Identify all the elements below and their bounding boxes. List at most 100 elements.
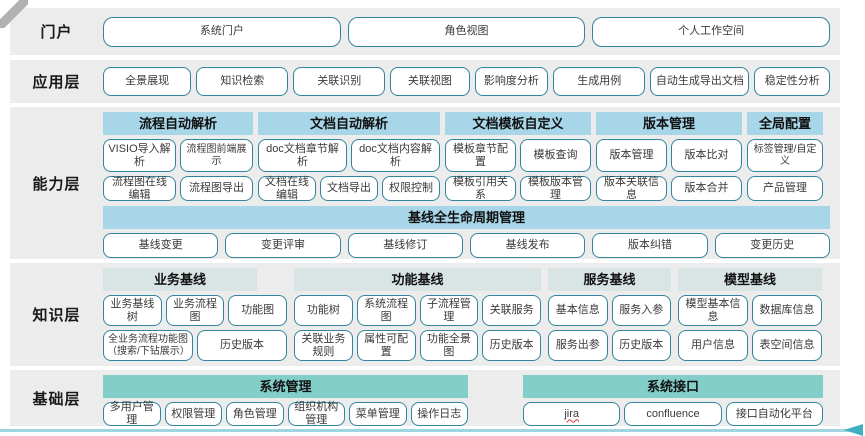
node: 组织机构管理 [287,401,345,426]
layer-band-knowledge: 知识层 业务基线 业务基线树 业务流程图 功能图 全业务流程功能图（搜索/下钻展… [10,263,840,366]
node: 历史版本 [482,330,541,361]
app-row: 全景展现 知识检索 关联识别 关联视图 影响度分析 生成用例 自动生成导出文档 … [103,60,831,103]
node: 操作日志 [410,402,468,426]
node: 流程图在线编辑 [103,176,176,201]
group-global-config: 全局配置 标签管理/自定义 产品管理 [747,112,823,201]
layer-band-application: 应用层 全景展现 知识检索 关联识别 关联视图 影响度分析 生成用例 自动生成导… [10,60,840,103]
node: 版本管理 [596,139,667,172]
node: 稳定性分析 [754,67,831,96]
node: 模板引用关系 [445,176,516,201]
node: 全业务流程功能图（搜索/下钻展示） [103,330,193,361]
node: 流程图导出 [180,176,253,201]
node: 模型基本信息 [678,295,748,326]
layer-label-application: 应用层 [32,74,81,91]
node: 服务入参 [611,295,671,326]
group-system-mgmt: 系统管理 多用户管理 权限管理 角色管理 组织机构管理 菜单管理 操作日志 [103,375,468,426]
group-header: 业务基线 [103,268,257,291]
node: 业务基线树 [103,295,162,326]
layer-band-foundation: 基础层 系统管理 多用户管理 权限管理 角色管理 组织机构管理 菜单管理 操作日… [10,370,840,426]
node: 属性可配置 [356,330,416,361]
portal-row: 系统门户 角色视图 个人工作空间 [103,8,831,55]
node: 功能图 [228,295,288,326]
node: 自动生成导出文档 [650,67,750,96]
node: 服务出参 [548,330,608,361]
node: 数据库信息 [752,295,822,326]
capability-content: 流程自动解析 VISIO导入解析 流程图前端展示 流程图在线编辑 流程图导出 文… [103,107,840,259]
bottom-accent-line [0,429,853,432]
node: doc文档章节解析 [258,139,347,172]
group-header: 全局配置 [747,112,823,135]
group-business-baseline: 业务基线 业务基线树 业务流程图 功能图 全业务流程功能图（搜索/下钻展示） 历… [103,268,288,361]
node: 角色视图 [347,16,586,47]
app-content: 全景展现 知识检索 关联识别 关联视图 影响度分析 生成用例 自动生成导出文档 … [103,60,840,103]
node: 文档导出 [320,176,378,201]
group-template-custom: 文档模板自定义 模板章节配置 模板查询 模板引用关系 模板版本管理 [445,112,591,201]
group-header: 系统接口 [523,375,823,398]
node: 基线发布 [469,233,586,258]
node: 产品管理 [747,176,823,201]
node: 标签管理/自定义 [747,139,823,172]
group-process-parsing: 流程自动解析 VISIO导入解析 流程图前端展示 流程图在线编辑 流程图导出 [103,112,253,201]
node: 版本合并 [671,176,742,201]
node: 关联业务规则 [294,330,353,361]
node: 系统门户 [103,16,341,47]
layer-band-portal: 门户 系统门户 角色视图 个人工作空间 [10,8,840,55]
node: 关联视图 [390,67,470,96]
capability-groups: 流程自动解析 VISIO导入解析 流程图前端展示 流程图在线编辑 流程图导出 文… [103,112,830,201]
node: 基线变更 [103,233,219,258]
layer-label-foundation: 基础层 [32,390,81,408]
node: 关联服务 [482,295,541,326]
node: 用户信息 [678,330,748,361]
group-header: 文档模板自定义 [445,112,591,135]
left-arrow-icon [844,424,863,436]
group-system-interfaces: 系统接口 jira confluence 接口自动化平台 [523,375,823,426]
group-header: 系统管理 [103,375,468,398]
node: 权限管理 [164,402,222,426]
node: 子流程管理 [419,295,479,326]
group-header: 流程自动解析 [103,112,253,135]
node: jira [523,402,621,426]
node: 基线修订 [347,233,463,258]
node: 流程图前端展示 [180,139,253,172]
node: 接口自动化平台 [725,402,823,426]
node: 模板版本管理 [520,176,591,201]
portal-content: 系统门户 角色视图 个人工作空间 [103,8,840,55]
node: 文档在线编辑 [258,176,316,201]
node: 知识检索 [196,67,289,96]
node: 历史版本 [197,330,287,361]
node: 功能全景图 [419,330,479,361]
group-version-mgmt: 版本管理 版本管理 版本比对 版本关联信息 版本合并 [596,112,742,201]
node: 影响度分析 [474,67,549,96]
node: 变更评审 [225,233,341,258]
node: 全景展现 [103,67,192,96]
node: 多用户管理 [103,401,161,426]
node: 系统流程图 [356,295,416,326]
group-header: 功能基线 [294,268,541,291]
corner-fold-decoration [0,0,28,28]
baseline-lifecycle-header: 基线全生命周期管理 [103,206,830,229]
node: 生成用例 [553,67,646,96]
group-header: 模型基线 [678,268,822,291]
layer-label-capability: 能力层 [32,175,81,193]
node: 版本比对 [671,139,742,172]
group-doc-parsing: 文档自动解析 doc文档章节解析 doc文档内容解析 文档在线编辑 文档导出 权… [258,112,440,201]
baseline-row: 基线变更 变更评审 基线修订 基线发布 版本纠错 变更历史 [103,233,830,258]
foundation-content: 系统管理 多用户管理 权限管理 角色管理 组织机构管理 菜单管理 操作日志 系统… [103,370,840,426]
node: confluence [624,402,722,426]
node: 功能树 [294,295,353,326]
node: 模板章节配置 [445,139,516,172]
layer-label-portal: 门户 [40,24,73,41]
node: 变更历史 [714,233,830,258]
knowledge-content: 业务基线 业务基线树 业务流程图 功能图 全业务流程功能图（搜索/下钻展示） 历… [103,263,840,366]
node: 角色管理 [226,402,284,426]
node: 个人工作空间 [592,16,831,47]
layer-band-capability: 能力层 流程自动解析 VISIO导入解析 流程图前端展示 流程图在线编辑 流程图… [10,107,840,259]
node: 表空间信息 [752,330,822,361]
group-header: 版本管理 [596,112,742,135]
node: VISIO导入解析 [103,139,176,172]
group-header: 文档自动解析 [258,112,440,135]
node: 权限控制 [382,176,440,201]
node: 版本关联信息 [596,176,667,201]
node: 关联识别 [293,67,386,96]
